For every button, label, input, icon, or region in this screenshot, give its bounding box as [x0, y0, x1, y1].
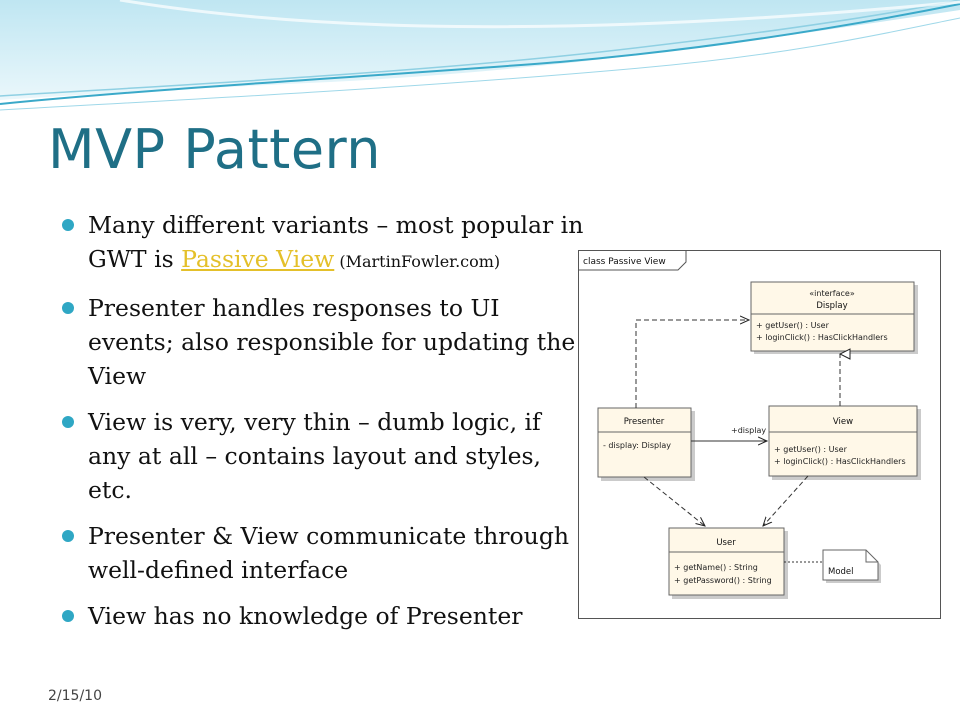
view-name: View [833, 417, 853, 427]
association-label: +display [731, 426, 766, 435]
passive-view-link[interactable]: Passive View [181, 245, 335, 273]
view-user-dependency [763, 475, 809, 526]
display-op: + getUser() : User [756, 321, 830, 330]
display-name: Display [816, 301, 847, 311]
slide-date: 2/15/10 [48, 688, 102, 704]
user-op: + getName() : String [674, 563, 758, 572]
frame-label: class Passive View [583, 257, 666, 267]
display-interface-box: «interface» Display + getUser() : User +… [750, 281, 918, 354]
presenter-attr: - display: Display [603, 441, 671, 450]
user-class-box: User + getName() : String + getPassword(… [668, 527, 788, 599]
display-op: + loginClick() : HasClickHandlers [756, 333, 888, 342]
uml-class-diagram: class Passive View «interface» Display +… [578, 250, 941, 619]
presenter-user-dependency [643, 476, 705, 526]
source-note: (MartinFowler.com) [334, 252, 501, 271]
presenter-name: Presenter [624, 417, 665, 427]
bullet-dot-icon [62, 610, 74, 622]
presenter-class-box: Presenter - display: Display [597, 407, 695, 481]
presenter-display-dependency [635, 320, 749, 408]
user-op: + getPassword() : String [674, 576, 772, 585]
user-name: User [716, 538, 736, 548]
view-op: + loginClick() : HasClickHandlers [774, 457, 906, 466]
bullet-text: View is very, very thin – dumb logic, if… [88, 408, 542, 504]
bullet-dot-icon [62, 530, 74, 542]
bullet-item: View is very, very thin – dumb logic, if… [62, 405, 587, 507]
bullet-item: Presenter & View communicate through wel… [62, 519, 587, 587]
bullet-dot-icon [62, 302, 74, 314]
slide-title: MVP Pattern [48, 118, 382, 181]
bullet-dot-icon [62, 219, 74, 231]
bullet-list: Many different variants – most popular i… [62, 208, 587, 645]
bullet-item: Many different variants – most popular i… [62, 208, 587, 279]
bullet-dot-icon [62, 416, 74, 428]
bullet-text: Presenter & View communicate through wel… [88, 522, 569, 584]
bullet-text: Presenter handles responses to UI events… [88, 294, 576, 390]
header-wave-decoration [0, 0, 960, 111]
frame-tab [578, 250, 687, 271]
display-stereotype: «interface» [809, 289, 855, 298]
bullet-text: Many different variants – most popular i… [88, 211, 584, 273]
bullet-item: View has no knowledge of Presenter [62, 599, 587, 633]
model-note: Model [822, 549, 881, 583]
bullet-text: View has no knowledge of Presenter [88, 602, 523, 630]
view-class-box: View + getUser() : User + loginClick() :… [768, 405, 921, 480]
model-note-text: Model [828, 567, 854, 577]
view-op: + getUser() : User [774, 445, 848, 454]
bullet-item: Presenter handles responses to UI events… [62, 291, 587, 393]
